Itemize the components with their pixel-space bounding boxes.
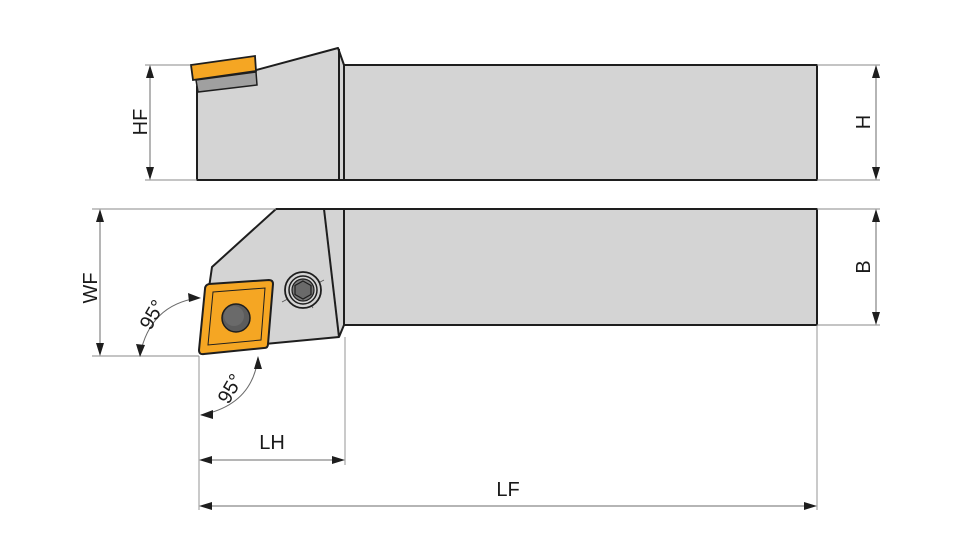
top-view: WF 95° 95° B LH LF: [80, 208, 880, 510]
arrow-up-icon: [872, 65, 880, 78]
arrow-right-icon: [332, 456, 345, 464]
insert-side: [189, 54, 257, 82]
wf-label: WF: [80, 272, 102, 303]
arrow-up-icon: [872, 209, 880, 222]
arrow-down-icon: [96, 343, 104, 356]
top-shank: [343, 208, 818, 326]
hf-label: HF: [130, 109, 152, 136]
arrow-down-icon: [872, 167, 880, 180]
arrow-right-icon: [804, 502, 817, 510]
arrow-up-icon: [146, 65, 154, 78]
lf-label: LF: [496, 479, 519, 501]
square-insert-icon: [197, 278, 275, 356]
arrow-down-icon: [146, 167, 154, 180]
angle-label-upper: 95°: [136, 296, 170, 333]
arrow-left-icon: [199, 456, 212, 464]
b-label: B: [853, 260, 875, 273]
top-head-edge: [323, 208, 340, 338]
side-view: HF H: [130, 47, 880, 181]
h-label: H: [853, 115, 875, 129]
angle-label-lower: 95°: [214, 370, 248, 407]
arrow-left-icon: [199, 502, 212, 510]
clamp-screw-icon: [281, 271, 325, 309]
arrow-down-icon: [872, 312, 880, 325]
side-shank: [343, 64, 818, 181]
arrow-up-icon: [96, 209, 104, 222]
lh-label: LH: [259, 432, 285, 454]
